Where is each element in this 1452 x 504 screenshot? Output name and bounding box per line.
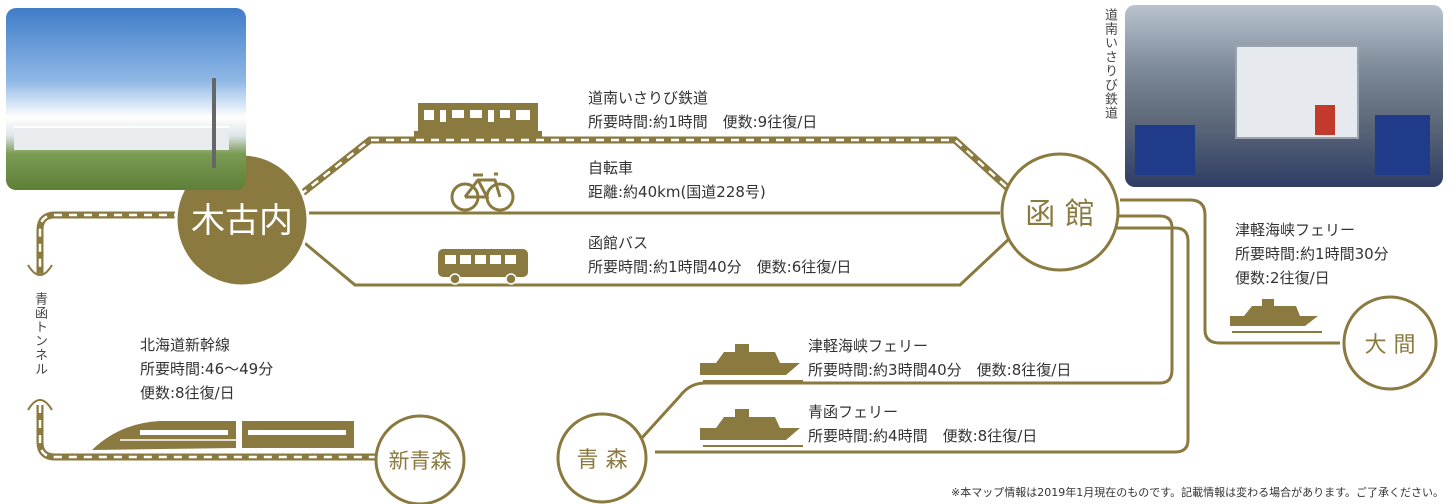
route-bicycle-detail: 距離:約40km(国道228号) [588, 183, 766, 201]
route-seikan-name: 青函フェリー [808, 403, 899, 421]
route-shinkansen: 北海道新幹線 所要時間:46〜49分 便数:8往復/日 [140, 333, 273, 405]
route-bus: 函館バス 所要時間:約1時間40分 便数:6往復/日 [588, 231, 851, 279]
station-oma-label: 大 間 [1365, 333, 1416, 358]
ferry-icon [700, 409, 803, 447]
bicycle-icon [450, 172, 515, 212]
footnote: ※本マップ情報は2019年1月現在のものです。記載情報は変わる場合があります。ご… [950, 486, 1444, 499]
route-shinkansen-time: 所要時間:46〜49分 [140, 360, 274, 378]
route-bus-detail: 所要時間:約1時間40分 便数:6往復/日 [588, 258, 852, 276]
route-shinkansen-name: 北海道新幹線 [140, 336, 231, 354]
station-aomori-label: 青 森 [577, 448, 628, 473]
shinkansen-icon [92, 421, 354, 450]
route-tsugaru-oma-name: 津軽海峡フェリー [1235, 221, 1356, 239]
route-seikan-detail: 所要時間:約4時間 便数:8往復/日 [808, 427, 1038, 445]
ferry-seikan-line [655, 226, 1190, 454]
route-tsugaru-oma-time: 所要時間:約1時間30分 [1235, 245, 1389, 263]
tunnel-label: 青函トンネル [32, 292, 47, 376]
bus-icon [438, 249, 528, 285]
photo-caption: 道南いさりび鉄道 [1102, 8, 1117, 120]
route-isaribi-detail: 所要時間:約1時間 便数:9往復/日 [588, 113, 818, 131]
station-hakodate-label: 函 館 [1025, 197, 1095, 232]
station-shin-aomori-label: 新青森 [389, 449, 452, 473]
station-kikonai-label: 木古内 [191, 201, 293, 241]
station-aomori[interactable] [556, 412, 648, 504]
ferry-oma-line [1120, 198, 1340, 345]
route-tsugaru-oma: 津軽海峡フェリー 所要時間:約1時間30分 便数:2往復/日 [1235, 218, 1389, 290]
route-isaribi: 道南いさりび鉄道 所要時間:約1時間 便数:9往復/日 [588, 86, 817, 134]
station-hakodate[interactable] [1000, 152, 1120, 272]
route-tsugaru-aomori-detail: 所要時間:約3時間40分 便数:8往復/日 [808, 361, 1072, 379]
route-shinkansen-freq: 便数:8往復/日 [140, 384, 235, 402]
route-seikan: 青函フェリー 所要時間:約4時間 便数:8往復/日 [808, 400, 1037, 448]
kikonai-station-photo [6, 8, 246, 190]
station-oma[interactable] [1342, 295, 1438, 391]
route-isaribi-name: 道南いさりび鉄道 [588, 89, 709, 107]
ferry-tsugaru-line [638, 214, 1174, 442]
train-interior-photo [1125, 5, 1443, 187]
route-bicycle-name: 自転車 [588, 159, 634, 177]
route-tsugaru-aomori: 津軽海峡フェリー 所要時間:約3時間40分 便数:8往復/日 [808, 334, 1071, 382]
bus-route-line [294, 233, 1012, 287]
route-tsugaru-oma-freq: 便数:2往復/日 [1235, 269, 1330, 287]
route-bus-name: 函館バス [588, 234, 649, 252]
ferry-icon [700, 344, 803, 382]
ferry-icon [1230, 299, 1322, 333]
station-shin-aomori[interactable] [374, 414, 466, 504]
train-icon [414, 103, 542, 137]
route-bicycle: 自転車 距離:約40km(国道228号) [588, 156, 766, 204]
tunnel-rail-line [36, 211, 182, 275]
route-tsugaru-aomori-name: 津軽海峡フェリー [808, 337, 929, 355]
